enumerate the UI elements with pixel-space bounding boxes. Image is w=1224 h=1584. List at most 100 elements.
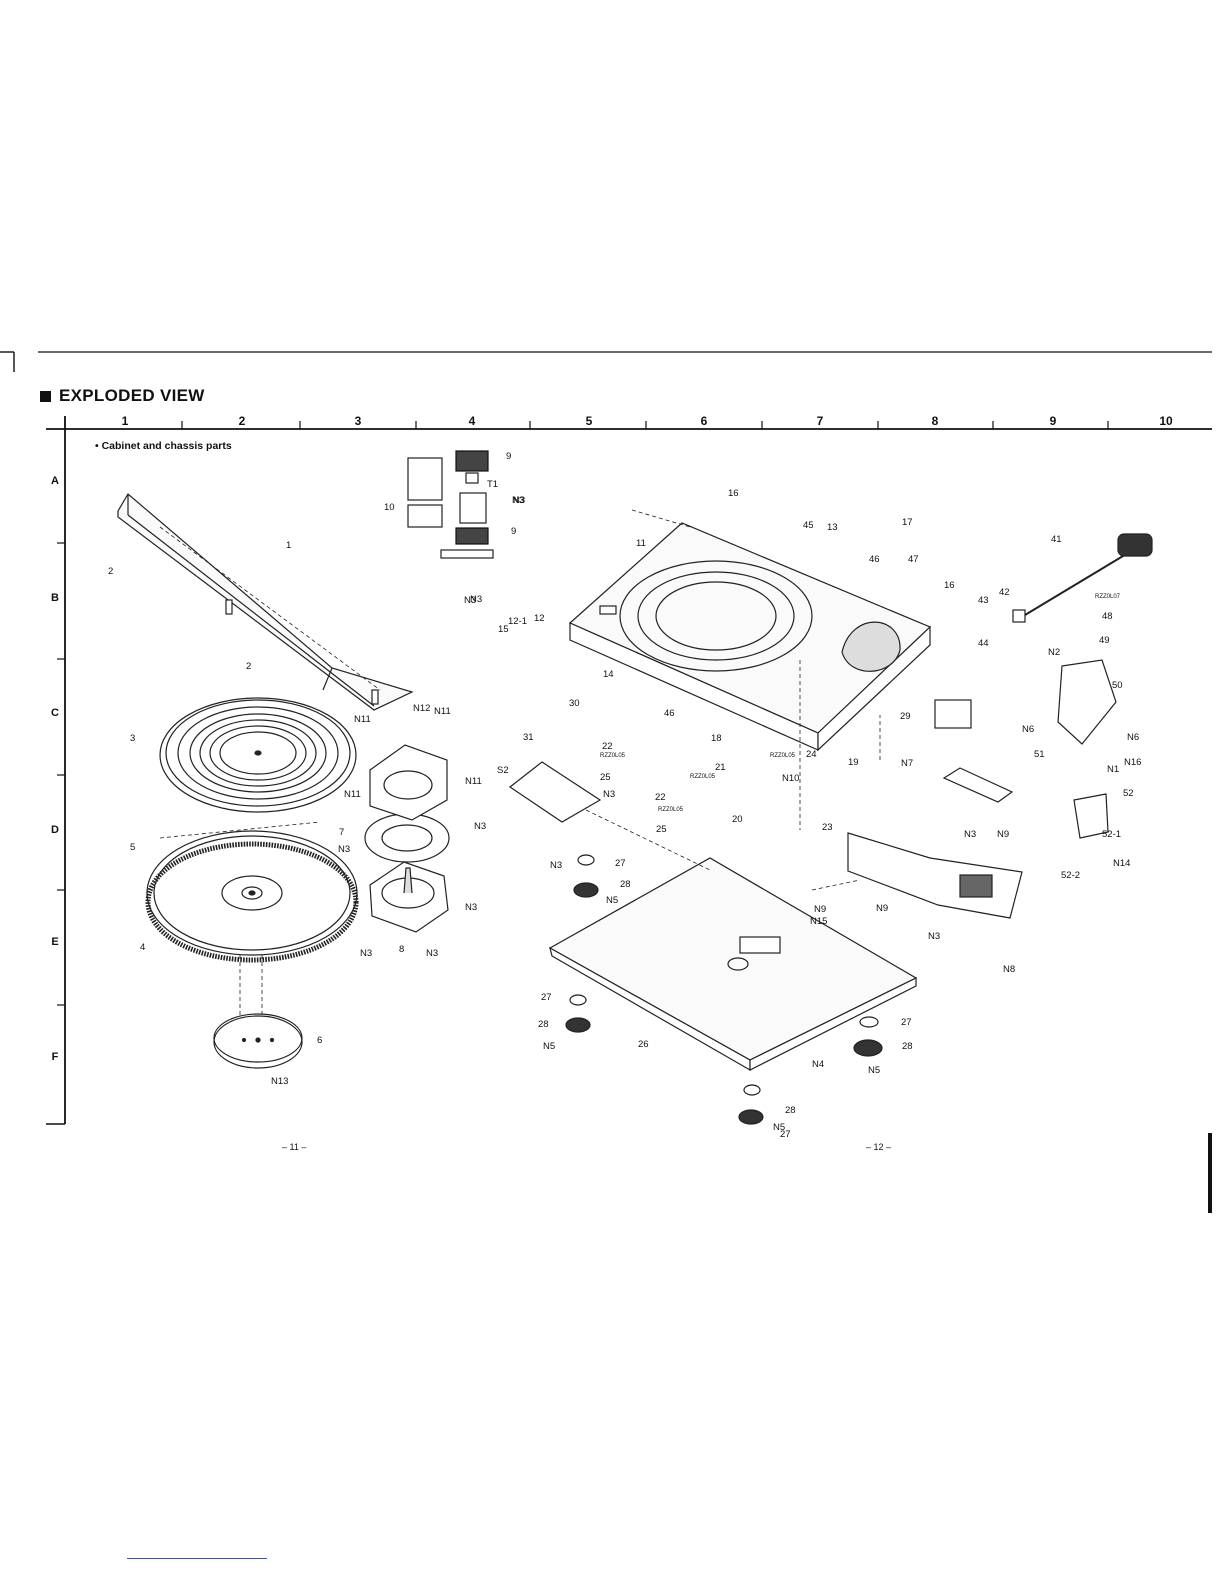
part-label: N5 (606, 895, 618, 906)
part-label: 52 (1123, 788, 1134, 799)
row-label: C (51, 707, 59, 719)
part-label: 51 (1034, 749, 1045, 760)
part-label: 24 (806, 749, 817, 760)
part-label: 3 (130, 733, 135, 744)
section-title: EXPLODED VIEW (40, 386, 205, 406)
part-label: N3 (964, 829, 976, 840)
part-label: 22 (655, 792, 666, 803)
part-label: 7 (339, 827, 344, 838)
part-labels: 1223456789910T1N3N3111212-11314151616171… (108, 451, 1141, 1140)
part-label: 49 (1099, 635, 1110, 646)
part-label: N9 (814, 904, 826, 915)
part-label: 1 (286, 540, 291, 551)
part-label: 12 (534, 613, 545, 624)
part-label: RZZ0L05 (690, 774, 716, 780)
part-label: 14 (603, 669, 614, 680)
part-label: N3 (360, 948, 372, 959)
part-label: 10 (384, 502, 395, 513)
part-label: N3 (338, 844, 350, 855)
part-label: RZZ0L07 (1095, 594, 1121, 600)
column-label: 7 (817, 414, 824, 428)
part-label: N5 (868, 1065, 880, 1076)
column-label: 8 (932, 414, 939, 428)
part-label: N13 (271, 1076, 288, 1087)
part-label: N4 (812, 1059, 824, 1070)
part-label: 4 (140, 942, 145, 953)
part-label: 2 (246, 661, 251, 672)
row-label: E (51, 936, 58, 948)
part-label: N5 (773, 1122, 785, 1133)
part-label: N3 (928, 931, 940, 942)
part-label: 5 (130, 842, 135, 853)
pcb-art (508, 699, 1014, 823)
part-label: T1 (487, 479, 498, 490)
part-label: N11 (354, 714, 371, 725)
part-label: 25 (656, 824, 667, 835)
part-label: 16 (944, 580, 955, 591)
part-label: N3 (426, 948, 438, 959)
part-label: 9 (506, 451, 511, 462)
part-label: 52-2 (1061, 870, 1080, 881)
part-label: 29 (900, 711, 911, 722)
part-label: N3 (603, 789, 615, 800)
part-label: S2 (497, 765, 509, 776)
part-label: N1 (1107, 764, 1119, 775)
platter-art (145, 830, 359, 963)
tonearm-art (1012, 533, 1153, 623)
part-label: 45 (803, 520, 814, 531)
part-label: 47 (908, 554, 919, 565)
part-label: N16 (1124, 757, 1141, 768)
part-label: N6 (1127, 732, 1139, 743)
part-label: N10 (782, 773, 799, 784)
part-label: N3 (512, 495, 524, 506)
assembly-lines (159, 509, 881, 891)
row-label: D (51, 824, 59, 836)
part-label: N12 (413, 703, 430, 714)
part-label: N11 (434, 706, 451, 717)
part-label: N3 (470, 594, 482, 605)
column-label: 1 (122, 414, 129, 428)
part-label: N3 (474, 821, 486, 832)
part-label: N8 (1003, 964, 1015, 975)
part-label: N9 (876, 903, 888, 914)
feet-art (565, 854, 883, 1125)
part-label: 31 (523, 732, 534, 743)
part-label: 50 (1112, 680, 1123, 691)
part-label: 42 (999, 587, 1010, 598)
part-label: 12-1 (508, 616, 527, 627)
part-label: N3 (464, 595, 476, 606)
part-label: N5 (543, 1041, 555, 1052)
parts-artwork (117, 450, 1153, 1125)
part-label: RZZ0L05 (770, 753, 796, 759)
part-label: 28 (620, 879, 631, 890)
part-label: 23 (822, 822, 833, 833)
part-label: 18 (711, 733, 722, 744)
column-label: 9 (1050, 414, 1057, 428)
part-label: 20 (732, 814, 743, 825)
part-label: 44 (978, 638, 989, 649)
row-label: B (51, 592, 59, 604)
row-label: A (51, 475, 59, 487)
part-label: 46 (869, 554, 880, 565)
part-label: 19 (848, 757, 859, 768)
part-label: 11 (636, 538, 646, 549)
part-label: 15 (498, 624, 509, 635)
part-label: N3 (465, 902, 477, 913)
column-label: 5 (586, 414, 593, 428)
part-label: N3 (550, 860, 562, 871)
part-label: N3 (513, 495, 525, 506)
part-label: 48 (1102, 611, 1113, 622)
transformer-art (407, 450, 494, 559)
part-label: 43 (978, 595, 989, 606)
part-label: 6 (317, 1035, 322, 1046)
page-number-right: – 12 – (866, 1142, 892, 1152)
mechanism-art (847, 659, 1117, 919)
part-label: 27 (541, 992, 552, 1003)
cabinet-art (568, 522, 932, 752)
dust-cover-art (117, 493, 414, 711)
part-label: 17 (902, 517, 913, 528)
part-label: 30 (569, 698, 580, 709)
turntable-mat-art (159, 697, 357, 813)
